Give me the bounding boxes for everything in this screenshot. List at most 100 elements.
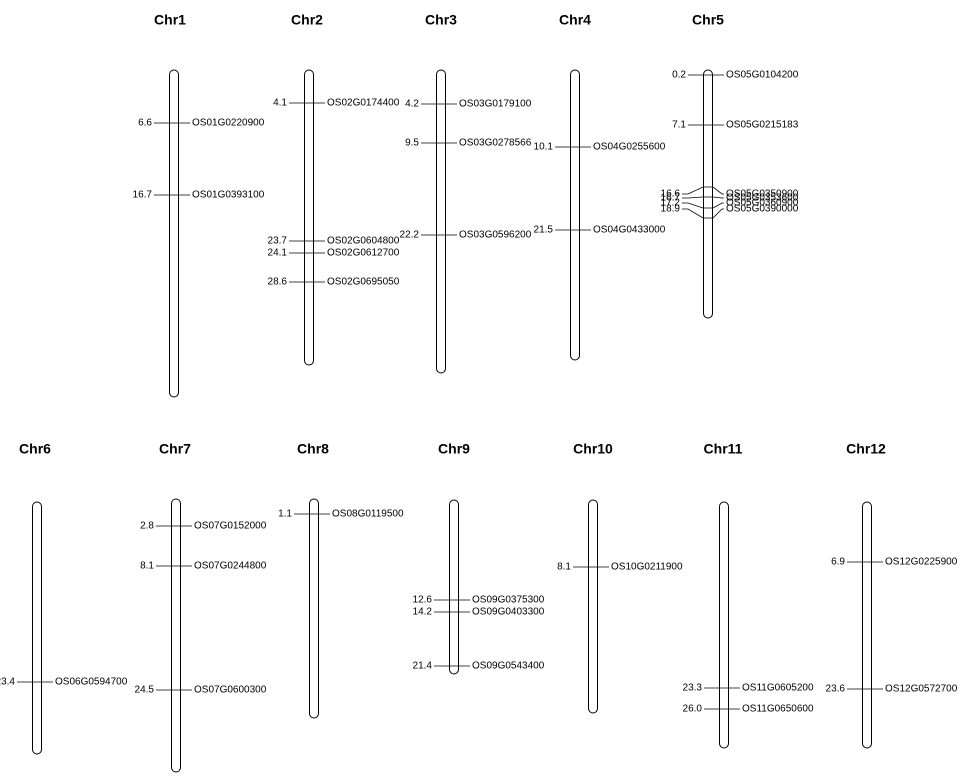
- chr9-bar: [449, 499, 459, 675]
- chr7-locus-gene: OS07G0600300: [194, 685, 267, 696]
- chr6-bar: [32, 501, 42, 755]
- chr7-bar: [171, 498, 181, 773]
- chr7-group: Chr7 2.8 OS07G0152000 8.1 OS07G0244800 24.5 OS…: [135, 440, 267, 773]
- chr4-bar: [570, 69, 580, 361]
- chr7-locus-gene: OS07G0152000: [194, 521, 267, 532]
- chr8-group: Chr8 1.1 OS08G0119500: [278, 440, 404, 719]
- chr4-title: Chr4: [559, 11, 591, 27]
- chr5-locus-position: 16.6: [661, 189, 681, 200]
- chr2-title: Chr2: [291, 11, 323, 27]
- chr5-locus-tick: [682, 186, 724, 195]
- chr7-locus-position: 8.1: [140, 561, 154, 572]
- chr5-locus-position: 17.2: [661, 198, 681, 209]
- chr1-bar: [169, 69, 179, 398]
- chr9-locus-position: 14.2: [413, 607, 433, 618]
- chr11-locus-position: 23.3: [683, 683, 703, 694]
- chr3-title: Chr3: [425, 11, 457, 27]
- chr12-locus-position: 23.6: [826, 684, 846, 695]
- chr5-locus-gene: OS05G0215183: [726, 120, 799, 131]
- chr2-locus-position: 23.7: [268, 236, 288, 247]
- chr2-locus-gene: OS02G0612700: [327, 248, 400, 259]
- chr6-locus-position: 23.4: [0, 677, 15, 688]
- chr12-title: Chr12: [846, 440, 886, 456]
- chr3-locus-gene: OS03G0596200: [459, 230, 532, 241]
- chr2-locus-position: 24.1: [268, 248, 288, 259]
- chr5-locus-tick: [682, 208, 724, 219]
- chr1-locus-position: 6.6: [138, 118, 152, 129]
- chr9-locus-gene: OS09G0375300: [472, 595, 545, 606]
- chr3-locus-position: 22.2: [400, 230, 420, 241]
- chr1-locus-position: 16.7: [133, 190, 153, 201]
- chr1-locus-gene: OS01G0220900: [192, 118, 265, 129]
- chr7-locus-position: 2.8: [140, 521, 154, 532]
- chr4-locus-gene: OS04G0433000: [593, 225, 666, 236]
- chr9-title: Chr9: [438, 440, 470, 456]
- chr5-locus-position: 0.2: [672, 70, 686, 81]
- chr5-locus-gene: OS05G0104200: [726, 70, 799, 81]
- chr11-locus-gene: OS11G0650600: [742, 704, 814, 715]
- chr8-title: Chr8: [297, 440, 329, 456]
- chr12-group: Chr12 6.9 OS12G0225900 23.6 OS12G0572700: [826, 440, 958, 749]
- chr10-title: Chr10: [573, 440, 613, 456]
- chr12-locus-gene: OS12G0572700: [885, 684, 958, 695]
- chr5-locus-gene: OS05G0353600: [726, 193, 799, 204]
- chr9-locus-gene: OS09G0543400: [472, 661, 545, 672]
- chr5-locus-tick: [682, 202, 724, 209]
- chr1-locus-gene: OS01G0393100: [192, 190, 265, 201]
- chr12-locus-position: 6.9: [831, 557, 845, 568]
- chr5-locus-gene: OS05G0350900: [726, 189, 799, 200]
- chr2-bar: [304, 69, 314, 366]
- chr3-locus-gene: OS03G0179100: [459, 99, 532, 110]
- chr9-group: Chr9 12.6 OS09G0375300 14.2 OS09G0403300 21.4…: [413, 440, 545, 675]
- chr1-title: Chr1: [154, 11, 186, 27]
- chr2-locus-position: 4.1: [273, 98, 287, 109]
- chr12-locus-gene: OS12G0225900: [885, 557, 958, 568]
- chr10-bar: [588, 499, 598, 714]
- chr6-group: Chr6 23.4 OS06G0594700: [0, 440, 128, 755]
- chr11-group: Chr11 23.3 OS11G0605200 26.0 OS11G0650600: [683, 440, 814, 749]
- chr4-group: Chr4 10.1 OS04G0255600 21.5 OS04G0433000: [534, 11, 666, 361]
- chr5-locus-gene: OS05G0390000: [726, 204, 799, 215]
- chr4-locus-position: 21.5: [534, 225, 554, 236]
- chr12-bar: [862, 501, 872, 749]
- chr5-locus-position: 7.1: [672, 120, 686, 131]
- chr5-title: Chr5: [692, 11, 724, 27]
- chr11-title: Chr11: [704, 440, 743, 456]
- chr6-title: Chr6: [19, 440, 51, 456]
- chr7-title: Chr7: [159, 440, 191, 456]
- chr2-locus-gene: OS02G0174400: [327, 98, 400, 109]
- chr3-locus-gene: OS03G0278566: [459, 138, 532, 149]
- chr9-locus-gene: OS09G0403300: [472, 607, 545, 618]
- chr3-locus-position: 4.2: [405, 99, 419, 110]
- chr5-locus-tick: [682, 196, 724, 199]
- chr2-locus-gene: OS02G0695050: [327, 277, 400, 288]
- chr8-locus-gene: OS08G0119500: [332, 509, 404, 520]
- chr11-locus-position: 26.0: [683, 704, 703, 715]
- chr8-locus-position: 1.1: [278, 509, 292, 520]
- chr4-locus-gene: OS04G0255600: [593, 142, 666, 153]
- chr5-locus-position: 16.7: [661, 193, 681, 204]
- chr8-bar: [309, 498, 319, 719]
- chr3-locus-position: 9.5: [405, 138, 419, 149]
- chr1-group: Chr1 6.6 OS01G0220900 16.7 OS01G0393100: [133, 11, 265, 398]
- chr10-locus-position: 8.1: [557, 562, 571, 573]
- chr7-locus-gene: OS07G0244800: [194, 561, 267, 572]
- chr6-locus-gene: OS06G0594700: [55, 677, 128, 688]
- chr11-bar: [719, 501, 729, 749]
- chr2-locus-gene: OS02G0604800: [327, 236, 400, 247]
- chr3-bar: [436, 69, 446, 374]
- chr4-locus-position: 10.1: [534, 142, 554, 153]
- chr9-locus-position: 12.6: [413, 595, 433, 606]
- chr3-group: Chr3 4.2 OS03G0179100 9.5 OS03G0278566 22.2 OS…: [400, 11, 532, 374]
- chr11-locus-gene: OS11G0605200: [742, 683, 814, 694]
- chr9-locus-position: 21.4: [413, 661, 433, 672]
- chr2-locus-position: 28.6: [268, 277, 288, 288]
- chr5-locus-position: 18.9: [661, 204, 681, 215]
- chr5-bar: [703, 69, 713, 319]
- chr5-locus-gene: OS05G0360900: [726, 198, 799, 209]
- chr7-locus-position: 24.5: [135, 685, 155, 696]
